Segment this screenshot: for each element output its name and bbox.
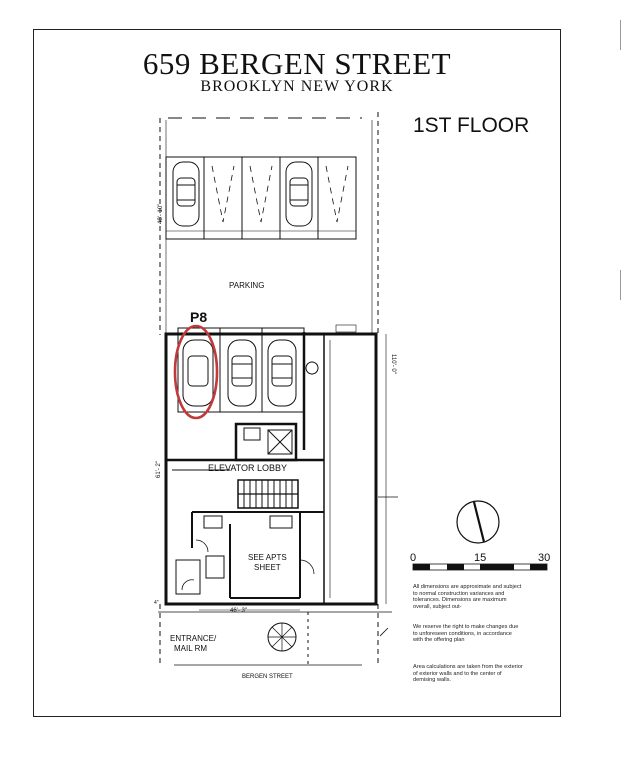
floor-label: 1ST FLOOR: [413, 114, 530, 137]
street-label: BERGEN STREET: [242, 674, 293, 680]
city-subtitle: BROOKLYN NEW YORK: [200, 78, 394, 95]
car-icon: [172, 161, 200, 227]
address-title: 659 BERGEN STREET: [142, 46, 452, 81]
scale-tick-15: 15: [474, 552, 486, 564]
parking-label: PARKING: [229, 281, 264, 290]
edge-dimension: 4": [154, 600, 159, 606]
note-area: Area calculations are taken from the ext…: [413, 664, 523, 684]
scale-bar: [412, 563, 548, 571]
upper-parking-stalls: [165, 156, 357, 240]
sheet-border: [33, 29, 561, 717]
car-icon: [285, 161, 313, 227]
p8-highlight-ellipse: [173, 324, 219, 420]
scale-tick-30: 30: [538, 552, 550, 564]
elevator-lobby-label: ELEVATOR LOBBY: [208, 463, 287, 473]
right-dimension: 110'- 0": [390, 354, 396, 374]
note-dimensions: All dimensions are approximate and subje…: [413, 584, 522, 610]
hydrant-icon: [305, 361, 319, 375]
left-lower-dimension: 61'- 2": [156, 461, 162, 478]
note-changes: We reserve the right to make changes due…: [413, 624, 519, 644]
north-arrow-icon: [456, 500, 500, 544]
scan-artifact: [620, 20, 621, 50]
car-icon: [227, 339, 257, 407]
tree-icon: [267, 622, 297, 652]
sheet-label: SHEET: [254, 563, 281, 572]
entrance-label: ENTRANCE/: [170, 634, 217, 643]
width-dimension: 46'- 3": [230, 608, 247, 614]
stairs: [237, 479, 299, 509]
car-icon: [182, 339, 214, 407]
mail-room-label: MAIL RM: [174, 644, 207, 653]
scale-tick-0: 0: [410, 552, 416, 564]
left-upper-dimension: 48'- 10": [158, 204, 164, 224]
car-icon: [267, 339, 297, 407]
lower-parking-stalls: [177, 327, 306, 450]
see-apts-label: SEE APTS: [248, 553, 287, 562]
elevator-core: [234, 422, 298, 462]
side-passage: [323, 333, 377, 605]
p8-label: P8: [190, 309, 207, 325]
scan-artifact: [620, 270, 621, 300]
